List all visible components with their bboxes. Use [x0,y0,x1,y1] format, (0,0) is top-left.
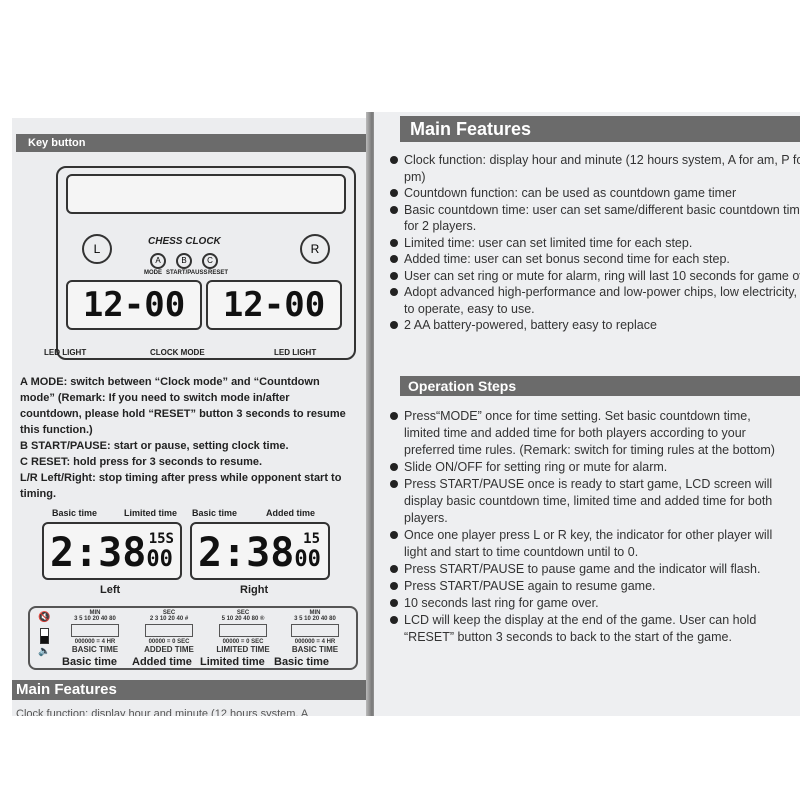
step-item: Slide ON/OFF for setting ring or mute fo… [388,459,778,476]
right-page: Main Features Clock function: display ho… [374,112,800,716]
step-item: 10 seconds last ring for game over. [388,595,778,612]
step-item: LCD will keep the display at the end of … [388,612,778,646]
switch-label-basic-2: Basic time [274,656,330,668]
button-l: L [82,234,112,264]
reset-label: RESET [208,270,229,276]
led-light-right-label: LED LIGHT [274,348,317,357]
feature-item: Clock function: display hour and minute … [388,152,800,185]
label-left: Left [100,584,121,596]
button-c: C [202,253,218,269]
step-item: Press START/PAUSE again to resume game. [388,578,778,595]
top-screen [66,174,346,214]
switch-label-basic: Basic time [62,656,118,668]
start-pause-label: START/PAUSS [166,270,208,276]
feature-item: User can set ring or mute for alarm, rin… [388,268,800,285]
section-header-key-button: Key button [16,134,368,152]
left-page: Key button L R CHESS CLOCK A B C MODE ST… [12,118,370,716]
feature-item: Limited time: user can set limited time … [388,235,800,252]
section-header-main-features: Main Features [12,680,366,700]
feature-item: Added time: user can set bonus second ti… [388,251,800,268]
description-mode: A MODE: switch between “Clock mode” and … [20,376,346,436]
right-lcd: 12-00 [206,280,342,330]
button-b: B [176,253,192,269]
label-basic-time: Basic time [52,508,98,518]
button-a: A [150,253,166,269]
description-left-right: L/R Left/Right: stop timing after press … [20,472,342,500]
feature-item: Basic countdown time: user can set same/… [388,202,800,235]
clock-mode-label: CLOCK MODE [150,348,205,357]
feature-item: Countdown function: can be used as count… [388,185,800,202]
label-limited-time: Limited time [124,508,178,518]
clock-title: CHESS CLOCK [148,236,221,247]
section-header-operation-steps: Operation Steps [400,376,800,396]
speaker-icon: 🔈 [38,646,51,657]
description-reset: C RESET: hold press for 3 seconds to res… [20,456,263,468]
step-item: Once one player press L or R key, the in… [388,527,778,561]
feature-item: 2 AA battery-powered, battery easy to re… [388,317,800,334]
led-light-left-label: LED LIGHT [44,348,87,357]
cut-off-text: Clock function: display hour and minute … [16,708,309,716]
label-right: Right [240,584,269,596]
button-r: R [300,234,330,264]
step-item: Press“MODE” once for time setting. Set b… [388,408,778,459]
step-item: Press START/PAUSE once is ready to start… [388,476,778,527]
section-header-main-features-right: Main Features [400,116,800,142]
mode-label: MODE [144,270,162,276]
switch-label-added: Added time [132,656,192,668]
switch-label-limited: Limited time [200,656,265,668]
chess-clock-diagram: L R CHESS CLOCK A B C MODE START/PAUSS R… [56,166,356,360]
label-basic-time-2: Basic time [192,508,238,518]
description-start-pause: B START/PAUSE: start or pause, setting c… [20,440,289,452]
step-item: Press START/PAUSE to pause game and the … [388,561,778,578]
feature-item: Adopt advanced high-performance and low-… [388,284,800,317]
mute-icon: 🔇 [38,612,51,623]
ring-switch-icon [40,628,49,644]
left-lcd: 12-00 [66,280,202,330]
label-added-time: Added time [266,508,316,518]
